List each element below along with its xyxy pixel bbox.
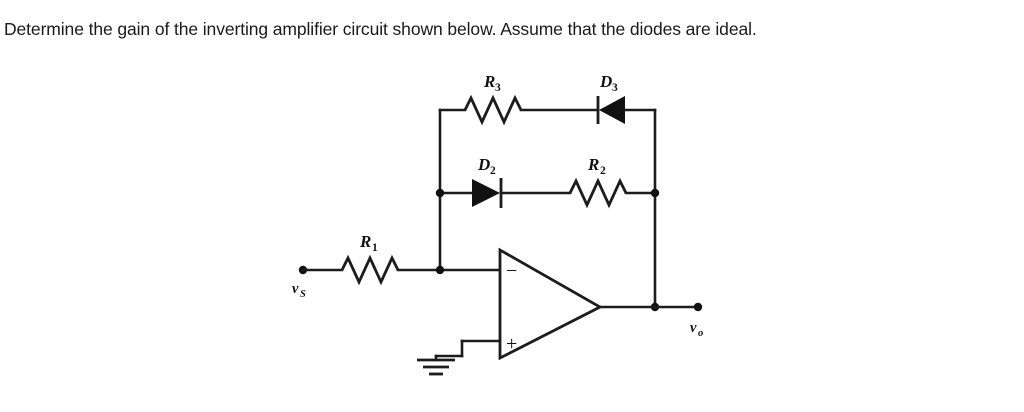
resistor-r2	[568, 177, 628, 209]
label-d2-subscript: 2	[490, 165, 496, 177]
junction-dot-output-mid	[650, 188, 660, 198]
diode-d2-anode-triangle	[472, 179, 500, 207]
label-r1: R 1	[359, 232, 378, 254]
output-terminal-dot	[693, 302, 703, 312]
opamp-inverting-sign: −	[506, 260, 517, 282]
junction-dot-summing-node	[435, 265, 445, 275]
page-title: Determine the gain of the inverting ampl…	[4, 19, 757, 39]
label-r2: R 2	[587, 155, 606, 177]
label-d3-subscript: 3	[612, 82, 618, 94]
opamp	[460, 247, 700, 361]
feedback-branch-d2-r2	[438, 177, 657, 209]
resistor-r3	[463, 94, 523, 126]
ground-symbol	[417, 339, 464, 376]
label-d2: D 2	[477, 155, 496, 177]
label-r3-letter: R	[483, 72, 495, 91]
label-r1-letter: R	[359, 232, 371, 251]
label-d2-letter: D	[477, 155, 490, 174]
label-vs-letter: v	[292, 281, 299, 297]
label-d3: D 3	[599, 72, 618, 94]
label-vo-subscript: o	[698, 328, 703, 339]
feedback-branch-r3-d3	[438, 94, 657, 126]
opamp-triangle	[498, 247, 603, 361]
label-r1-subscript: 1	[372, 242, 378, 254]
circuit-diagram: − + R 3 D 3 D 2 R 2 R 1 v S v	[0, 60, 1024, 412]
diode-d3-anode-triangle	[599, 96, 625, 124]
junction-dot-summing-mid	[435, 188, 445, 198]
input-branch-r1	[298, 254, 502, 286]
circuit-svg: − + R 3 D 3 D 2 R 2 R 1 v S v	[292, 72, 703, 376]
label-r2-letter: R	[587, 155, 599, 174]
label-vs: v S	[292, 281, 306, 300]
opamp-noninverting-sign: +	[506, 333, 517, 355]
label-r2-subscript: 2	[600, 165, 606, 177]
label-vo-letter: v	[690, 320, 697, 336]
resistor-r1	[340, 254, 400, 286]
label-vs-subscript: S	[300, 289, 306, 300]
label-r3: R 3	[483, 72, 501, 94]
label-vo: v o	[690, 320, 703, 339]
label-r3-subscript: 3	[495, 82, 501, 94]
label-d3-letter: D	[599, 72, 612, 91]
